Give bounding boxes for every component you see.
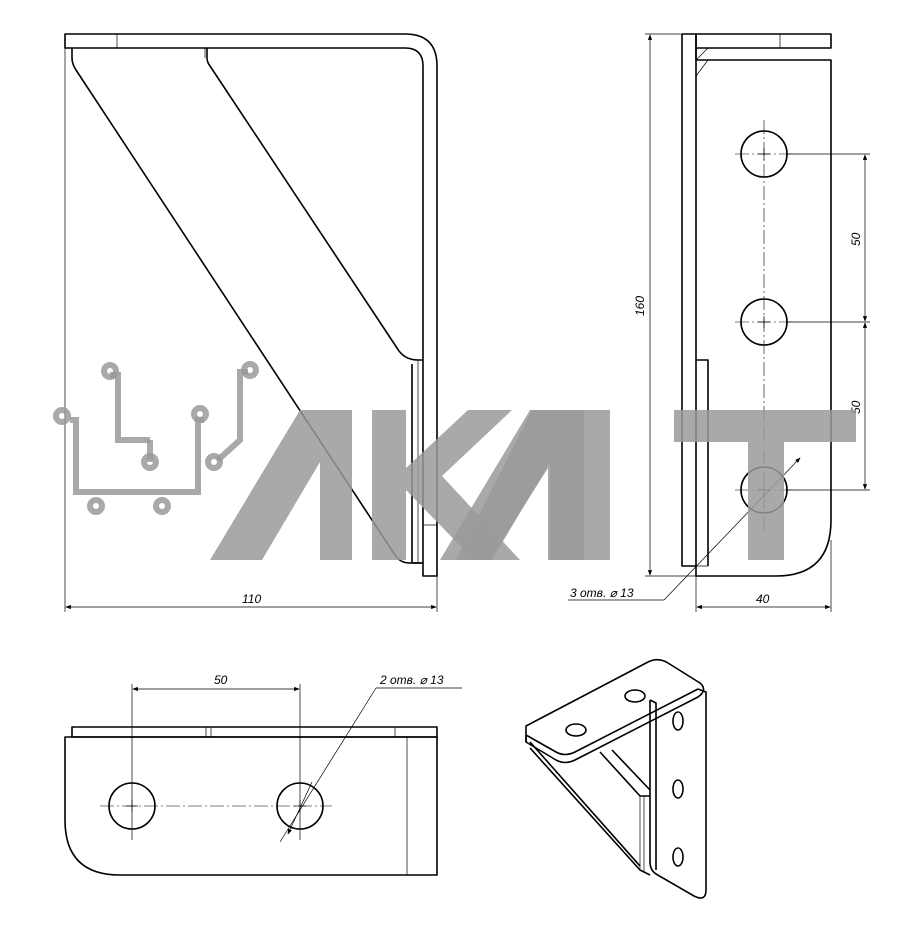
dim-side-hole-spacing-1: 50 bbox=[849, 232, 863, 246]
note-top-holes: 2 отв. ⌀ 13 bbox=[379, 673, 444, 687]
dim-side-width: 40 bbox=[756, 592, 770, 606]
note-side-holes: 3 отв. ⌀ 13 bbox=[570, 586, 634, 600]
side-view: 160 50 50 3 отв. ⌀ 13 40 bbox=[568, 33, 870, 612]
isometric-view bbox=[525, 658, 707, 899]
dim-top-hole-spacing: 50 bbox=[214, 673, 228, 687]
front-view: 110 bbox=[64, 33, 438, 612]
dim-front-width: 110 bbox=[242, 592, 261, 606]
watermark bbox=[53, 361, 856, 560]
top-view: 50 2 отв. ⌀ 13 bbox=[64, 673, 462, 876]
dim-side-height: 160 bbox=[633, 296, 647, 316]
brand-letters bbox=[210, 410, 856, 560]
circuit-logo-icon bbox=[53, 361, 259, 515]
